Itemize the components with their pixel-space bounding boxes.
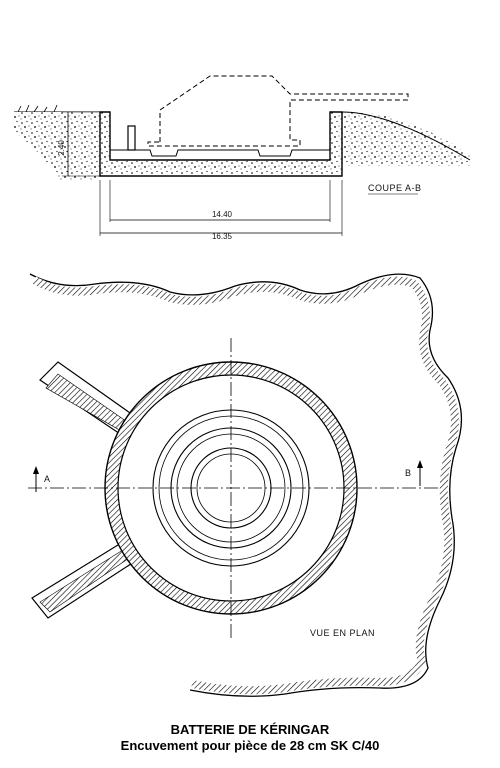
grass-marks-left <box>17 104 58 113</box>
inner-width-label: 14.40 <box>212 210 233 219</box>
height-dim-label: 2.40 <box>57 140 66 156</box>
caption-subtitle: Encuvement pour pièce de 28 cm SK C/40 <box>120 738 380 753</box>
ground-line-right <box>341 111 471 161</box>
section-view: 2.40 14.40 16.35 COUPE A-B <box>14 75 471 241</box>
plan-view: A B VUE EN PLAN <box>28 273 462 697</box>
outer-width-label: 16.35 <box>212 232 233 241</box>
plan-label: VUE EN PLAN <box>310 628 375 638</box>
terrain-hatching <box>32 276 459 695</box>
marker-b-label: B <box>405 468 412 478</box>
gun-outline-dashed <box>147 75 409 147</box>
section-label: COUPE A-B <box>368 183 422 193</box>
floor-profile <box>110 149 330 157</box>
pit-concrete <box>99 111 343 177</box>
marker-a-label: A <box>44 474 51 484</box>
terrain-outline <box>29 273 462 697</box>
caption-title: BATTERIE DE KÉRINGAR <box>170 722 330 737</box>
pit-post <box>127 125 136 151</box>
earth-fill-right <box>342 112 470 166</box>
earth-fill-left <box>14 112 100 180</box>
